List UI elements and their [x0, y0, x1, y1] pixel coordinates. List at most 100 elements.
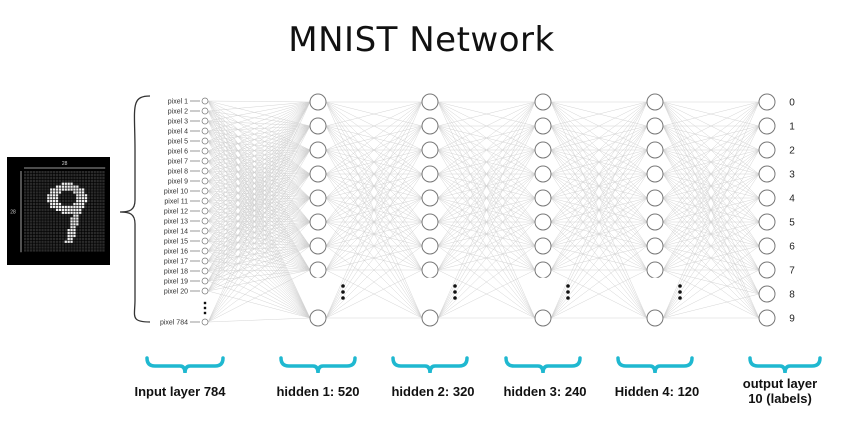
- pixel-off: [32, 200, 35, 203]
- pixel-off: [82, 249, 85, 252]
- pixel-off: [96, 214, 99, 217]
- edge-hidden-hidden: [550, 149, 648, 319]
- pixel-off: [90, 191, 93, 194]
- pixel-off: [90, 197, 93, 200]
- pixel-off: [90, 214, 93, 217]
- edge-input-hidden1: [207, 220, 311, 223]
- pixel-off: [44, 234, 47, 238]
- hidden-node: [309, 141, 327, 159]
- pixel-off: [53, 217, 56, 220]
- pixel-off: [38, 211, 41, 214]
- pixel-on: [79, 191, 82, 194]
- pixel-off: [102, 171, 105, 174]
- pixel-off: [96, 194, 99, 197]
- input-node: [201, 107, 209, 115]
- pixel-off: [99, 226, 102, 229]
- pixel-off: [93, 182, 96, 185]
- pixel-off: [99, 211, 102, 214]
- edge-input-hidden1: [207, 197, 311, 242]
- pixel-off: [41, 205, 44, 209]
- edge-input-hidden1: [207, 173, 311, 212]
- pixel-off: [32, 211, 35, 214]
- pixel-off: [24, 226, 27, 229]
- pixel-off: [96, 200, 99, 203]
- pixel-off: [102, 237, 105, 240]
- pixel-off: [32, 240, 35, 243]
- pixel-off: [99, 188, 102, 191]
- pixel-off: [29, 200, 33, 203]
- pixel-on: [73, 205, 76, 209]
- pixel-off: [99, 249, 102, 252]
- hidden-node: [534, 141, 552, 159]
- pixel-off: [55, 176, 59, 180]
- input-pixel-label: pixel 3: [168, 119, 188, 126]
- edge-input-hidden1: [207, 125, 311, 242]
- pixel-off: [99, 243, 102, 246]
- edge-input-hidden1: [207, 125, 311, 292]
- pixel-on: [58, 202, 62, 206]
- pixel-on: [70, 185, 73, 188]
- pixel-off: [102, 246, 105, 249]
- pixel-off: [99, 237, 102, 240]
- pixel-off: [61, 214, 64, 217]
- edge-input-hidden1: [207, 180, 311, 319]
- pixel-off: [87, 211, 91, 214]
- pixel-off: [26, 217, 30, 220]
- input-pixel-label: pixel 19: [164, 279, 188, 286]
- pixel-on: [64, 188, 67, 191]
- pixel-off: [61, 200, 64, 203]
- pixel-off: [82, 171, 85, 174]
- pixel-off: [84, 176, 88, 180]
- input-brace: [119, 95, 151, 323]
- pixel-off: [47, 211, 50, 214]
- pixel-off: [29, 243, 33, 246]
- edge-input-hidden1: [207, 290, 311, 319]
- pixel-on: [70, 234, 73, 238]
- height-label: 28: [10, 210, 16, 216]
- pixel-off: [99, 173, 102, 177]
- pixel-off: [29, 197, 33, 200]
- pixel-on: [61, 211, 64, 214]
- pixel-on: [73, 214, 76, 217]
- pixel-off: [35, 171, 38, 174]
- pixel-off: [47, 234, 50, 238]
- pixel-off: [26, 176, 30, 180]
- pixel-on: [70, 217, 73, 220]
- pixel-off: [76, 179, 79, 182]
- pixel-off: [102, 179, 105, 182]
- pixel-off: [24, 208, 27, 211]
- input-pixel-label: pixel 13: [164, 219, 188, 226]
- pixel-on: [53, 200, 56, 203]
- pixel-off: [35, 173, 38, 177]
- pixel-off: [26, 179, 30, 182]
- pixel-off: [24, 217, 27, 220]
- pixel-off: [84, 202, 88, 206]
- pixel-off: [61, 249, 64, 252]
- pixel-off: [32, 176, 35, 180]
- pixel-on: [70, 220, 73, 223]
- edge-input-hidden1: [207, 173, 311, 323]
- pixel-on: [82, 194, 85, 197]
- pixel-on: [67, 229, 70, 232]
- pixel-off: [41, 231, 44, 235]
- pixel-off: [47, 240, 50, 243]
- pixel-on: [64, 182, 67, 185]
- edge-hidden-hidden: [437, 101, 536, 127]
- pixel-off: [32, 229, 35, 232]
- pixel-on: [70, 188, 73, 191]
- pixel-off: [87, 182, 91, 185]
- pixel-off: [44, 197, 47, 200]
- pixel-off: [38, 237, 41, 240]
- pixel-off: [90, 217, 93, 220]
- pixel-on: [55, 194, 59, 197]
- pixel-off: [102, 208, 105, 211]
- pixel-off: [53, 243, 56, 246]
- pixel-off: [61, 240, 64, 243]
- pixel-off: [90, 226, 93, 229]
- pixel-off: [93, 205, 96, 209]
- pixel-off: [73, 182, 76, 185]
- pixel-off: [53, 249, 56, 252]
- pixel-off: [26, 194, 30, 197]
- pixel-off: [35, 176, 38, 180]
- pixel-off: [93, 179, 96, 182]
